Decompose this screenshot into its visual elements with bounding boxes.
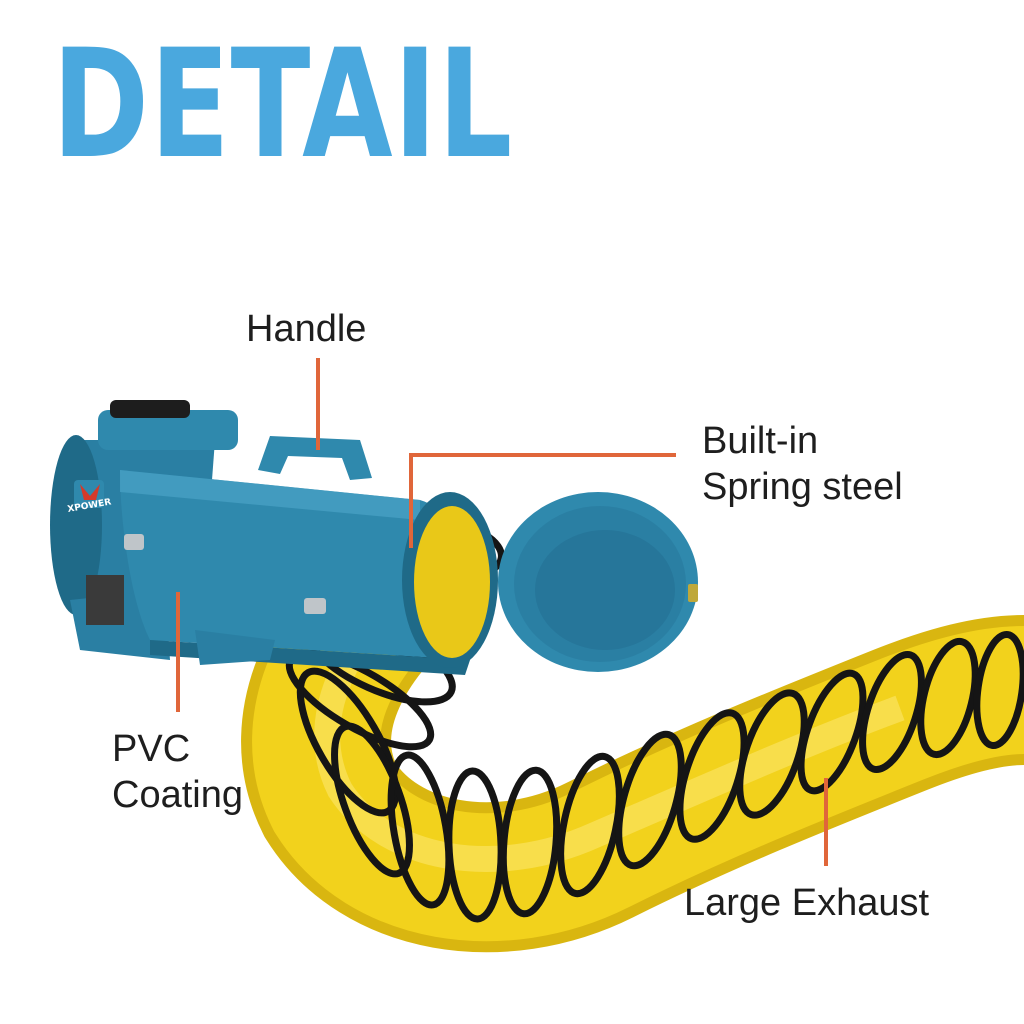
callout-leader-lines bbox=[176, 358, 828, 866]
spring-steel-leader bbox=[409, 453, 676, 548]
blower-fan-icon: XPOWER bbox=[50, 400, 498, 675]
duct-cap-icon bbox=[498, 492, 698, 672]
large-exhaust-label: Large Exhaust bbox=[684, 882, 930, 924]
pvc-coating-label: PVC Coating bbox=[112, 728, 243, 816]
flexible-duct-icon bbox=[241, 500, 1024, 953]
spring-steel-label: Built-in Spring steel bbox=[702, 420, 903, 508]
handle-label: Handle bbox=[246, 308, 367, 350]
page-title: DETAIL bbox=[52, 18, 514, 192]
